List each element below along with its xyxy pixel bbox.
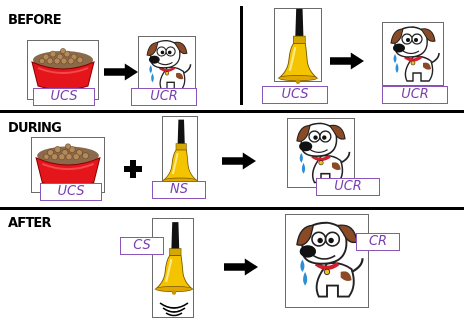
label-before-bell-ucs: UCS — [262, 86, 328, 104]
bell-image — [274, 8, 322, 82]
food-bowl-icon — [28, 45, 98, 93]
section-title-during: DURING — [8, 121, 62, 136]
bell-icon — [152, 219, 196, 301]
divider-during-after — [0, 207, 464, 210]
divider-before-during — [0, 110, 464, 113]
bell-ringing-image — [152, 218, 194, 318]
label-during-ucs: UCS — [40, 183, 102, 201]
dog-drooling-image — [138, 36, 196, 94]
dog-icon — [383, 23, 443, 87]
label-during-ns: NS — [152, 181, 206, 199]
dog-image — [382, 22, 444, 86]
dog-drooling-image — [285, 214, 369, 308]
dog-icon — [286, 215, 368, 307]
divider-vertical — [240, 6, 243, 105]
sound-waves-icon — [159, 302, 189, 317]
arrow-right-icon — [224, 258, 258, 276]
plus-icon — [124, 160, 142, 178]
bell-icon — [160, 117, 200, 191]
arrow-right-icon — [104, 63, 138, 81]
section-title-before: BEFORE — [8, 13, 62, 28]
label-before-ucr: UCR — [131, 88, 197, 106]
section-title-after: AFTER — [8, 216, 51, 231]
bell-icon — [275, 7, 321, 89]
bell-image — [162, 116, 198, 188]
label-during-ucr: UCR — [316, 178, 380, 196]
arrow-right-icon — [330, 52, 364, 70]
label-after-cr: CR — [356, 233, 400, 251]
label-after-cs: CS — [120, 237, 164, 255]
label-before-ucs: UCS — [33, 88, 95, 106]
label-before-dog-ucr: UCR — [382, 86, 448, 104]
food-bowl-icon — [32, 141, 104, 189]
arrow-right-icon — [222, 152, 256, 170]
dog-icon — [139, 37, 195, 95]
